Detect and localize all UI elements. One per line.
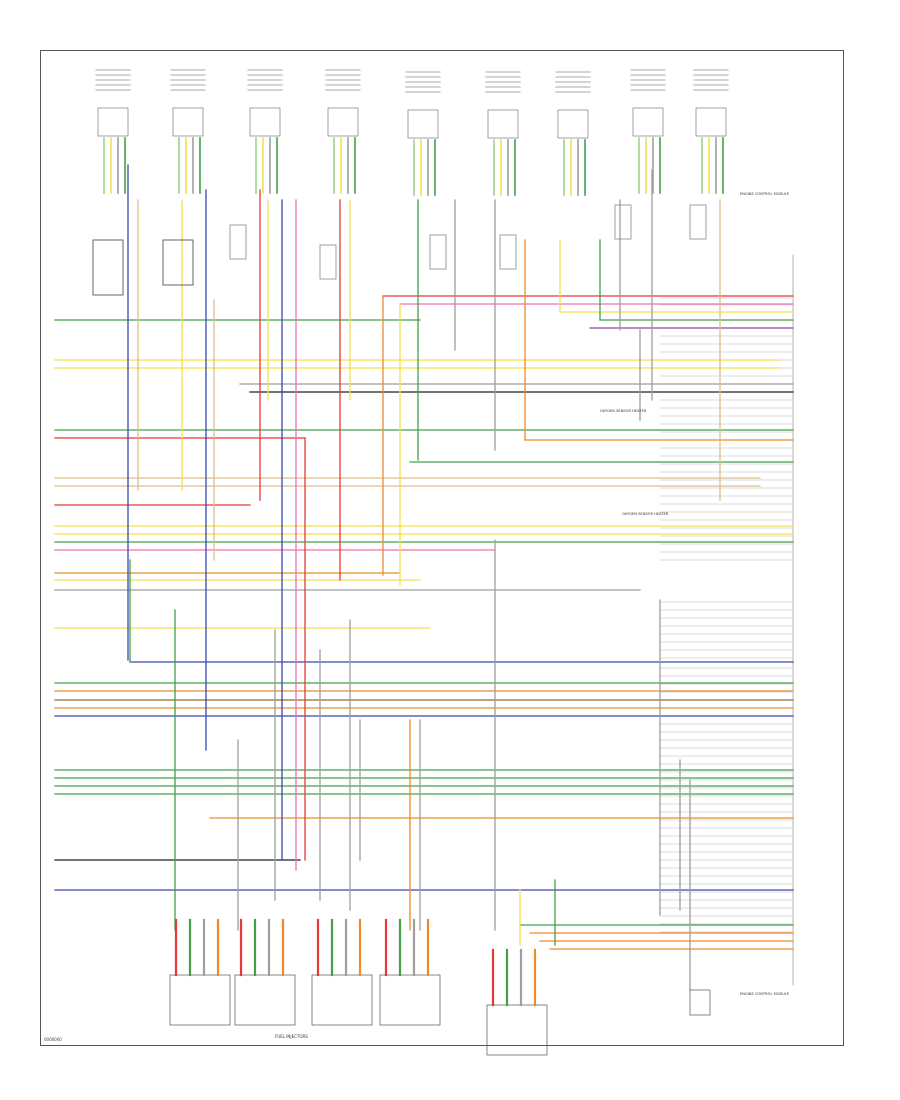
injector-component [234, 974, 296, 1026]
sensor-component [249, 107, 281, 137]
sensor-component [487, 109, 519, 139]
relay-component [319, 244, 337, 280]
injector-component [311, 974, 373, 1026]
sensor-component [695, 107, 727, 137]
sensor-component [327, 107, 359, 137]
diagram-id: 0000000 [44, 1037, 62, 1042]
ecm-note: ENGINE CONTROL MODULE [740, 192, 790, 196]
relay-component [229, 224, 247, 260]
oxygen-heater-note: OXYGEN SENSOR HEATER [622, 512, 669, 516]
sensor-component [172, 107, 204, 137]
sensor-component [97, 107, 129, 137]
injector-component [379, 974, 441, 1026]
injector-component [169, 974, 231, 1026]
sensor-component [632, 107, 664, 137]
relay-component [429, 234, 447, 270]
sensor-component [557, 109, 589, 139]
ecm-note-bottom: ENGINE CONTROL MODULE [740, 992, 790, 996]
sensor-component-bottom [689, 989, 711, 1016]
diagram-frame [40, 50, 844, 1046]
sensor-component [407, 109, 439, 139]
relay-component [614, 204, 632, 240]
injector-component [486, 1004, 548, 1056]
loop-connector [92, 239, 124, 296]
relay-component [499, 234, 517, 270]
loop-connector [162, 239, 194, 286]
injectors-label: FUEL INJECTORS [275, 1034, 308, 1039]
relay-component [689, 204, 707, 240]
oxygen-heater-note: OXYGEN SENSOR HEATER [600, 409, 647, 413]
